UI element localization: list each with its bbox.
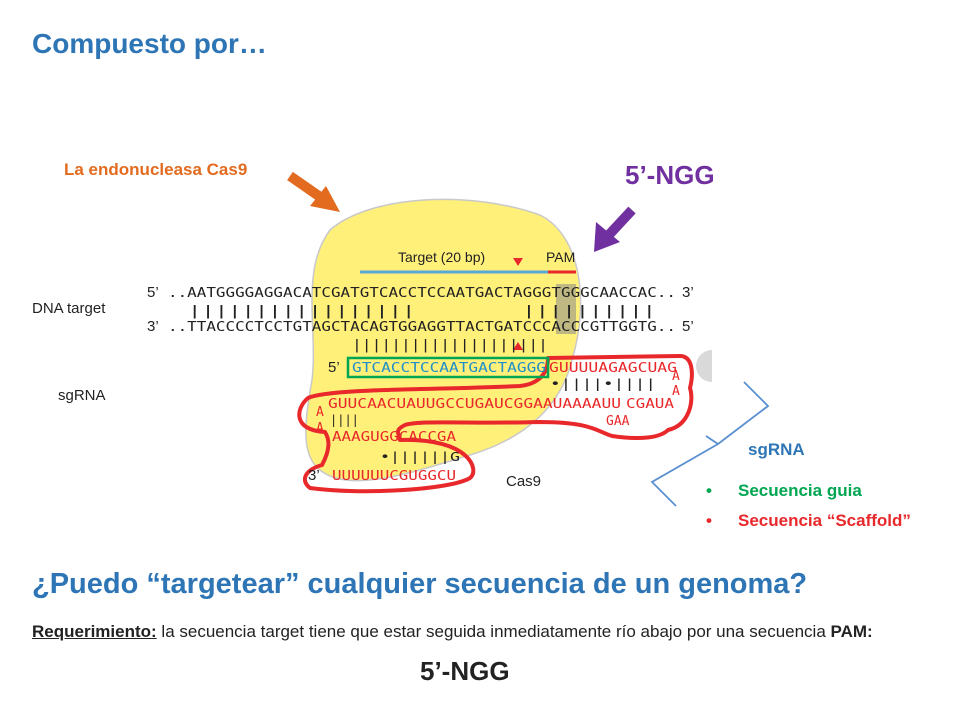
- dna-target-label: DNA target: [32, 300, 106, 317]
- cas9-diagram-label: Cas9: [506, 473, 541, 490]
- pam-sequence-label: 5’-NGG: [625, 160, 715, 190]
- dna-bottom-strand: ..TTACCCCTCCTGTAGCTACAGTGGAGGTTACTGATCCC…: [168, 320, 676, 335]
- dna-rna-pairs: ||||||||||||||||||||: [352, 338, 548, 353]
- cas9-arrow: [287, 171, 340, 212]
- three-prime-rna: 3’: [308, 467, 320, 484]
- three-prime-top: 3’: [682, 284, 694, 301]
- scaffold-seq-4: UUUUUUCGUGGCU: [332, 469, 456, 484]
- scaffold-seq-3: AAAGUGGCACCGA: [332, 430, 456, 445]
- bullet-guide: Secuencia guia: [706, 476, 911, 506]
- cas9-blob: [305, 198, 582, 482]
- loop-a2: A: [672, 384, 680, 399]
- scaffold-seq-1: GUUUUAGAGCUAG: [549, 361, 677, 376]
- loop-a1: A: [672, 369, 680, 384]
- grey-semicircle: [696, 350, 712, 382]
- target-label: Target (20 bp): [398, 249, 485, 265]
- pam-label: PAM: [546, 249, 575, 265]
- sgrna-diagram-label: sgRNA: [58, 387, 106, 404]
- three-prime-bottom: 3’: [147, 318, 159, 335]
- loop-a3: A: [316, 405, 324, 420]
- scaffold-pairs-2: ||||: [330, 413, 359, 427]
- loop-a4: A: [316, 421, 324, 436]
- five-prime-top: 5’: [147, 284, 159, 301]
- guide-sequence: GTCACCTCCAATGACTAGGG: [352, 361, 546, 376]
- sgrna-bracket: [650, 381, 770, 507]
- scaffold-seq-2b: CGAUA: [626, 397, 674, 412]
- five-prime-rna: 5’: [328, 359, 340, 376]
- question-heading: ¿Puedo “targetear” cualquier secuencia d…: [32, 568, 808, 600]
- requirement-lead: Requerimiento:: [32, 622, 157, 641]
- dna-pairs-top: ||||||||||||||||| ||||||||||: [188, 304, 656, 319]
- scaffold-seq-2: GUUCAACUAUUGCCUGAUCGGAAUAAAAUU: [328, 397, 621, 412]
- scaffold-pairs-3: •||||||G: [380, 450, 460, 464]
- cut-marker-bottom: [513, 342, 523, 350]
- dna-top-strand: ..AATGGGGAGGACATCGATGTCACCTCCAATGACTAGGG…: [168, 286, 676, 301]
- requirement-text: Requerimiento: la secuencia target tiene…: [32, 618, 902, 645]
- requirement-body: la secuencia target tiene que estar segu…: [156, 622, 831, 641]
- scaffold-pairs-1: •||||•||||: [550, 377, 656, 391]
- scaffold-outline: [297, 354, 694, 494]
- scaffold-gaa: GAA: [606, 414, 630, 429]
- cut-marker-top: [513, 258, 523, 266]
- pam-arrow: [594, 206, 636, 252]
- pam-sequence-bottom: 5’-NGG: [420, 656, 510, 686]
- bullet-scaffold: Secuencia “Scaffold”: [706, 506, 911, 536]
- five-prime-bottom: 5’: [682, 318, 694, 335]
- guide-box: [346, 356, 550, 379]
- sgrna-side-label: sgRNA: [748, 440, 805, 459]
- cas9-label: La endonucleasa Cas9: [64, 160, 248, 179]
- pam-highlight: [556, 284, 576, 334]
- sgrna-components-list: Secuencia guia Secuencia “Scaffold”: [706, 476, 911, 536]
- slide-title: Compuesto por…: [32, 28, 267, 59]
- requirement-pam: PAM:: [830, 622, 873, 641]
